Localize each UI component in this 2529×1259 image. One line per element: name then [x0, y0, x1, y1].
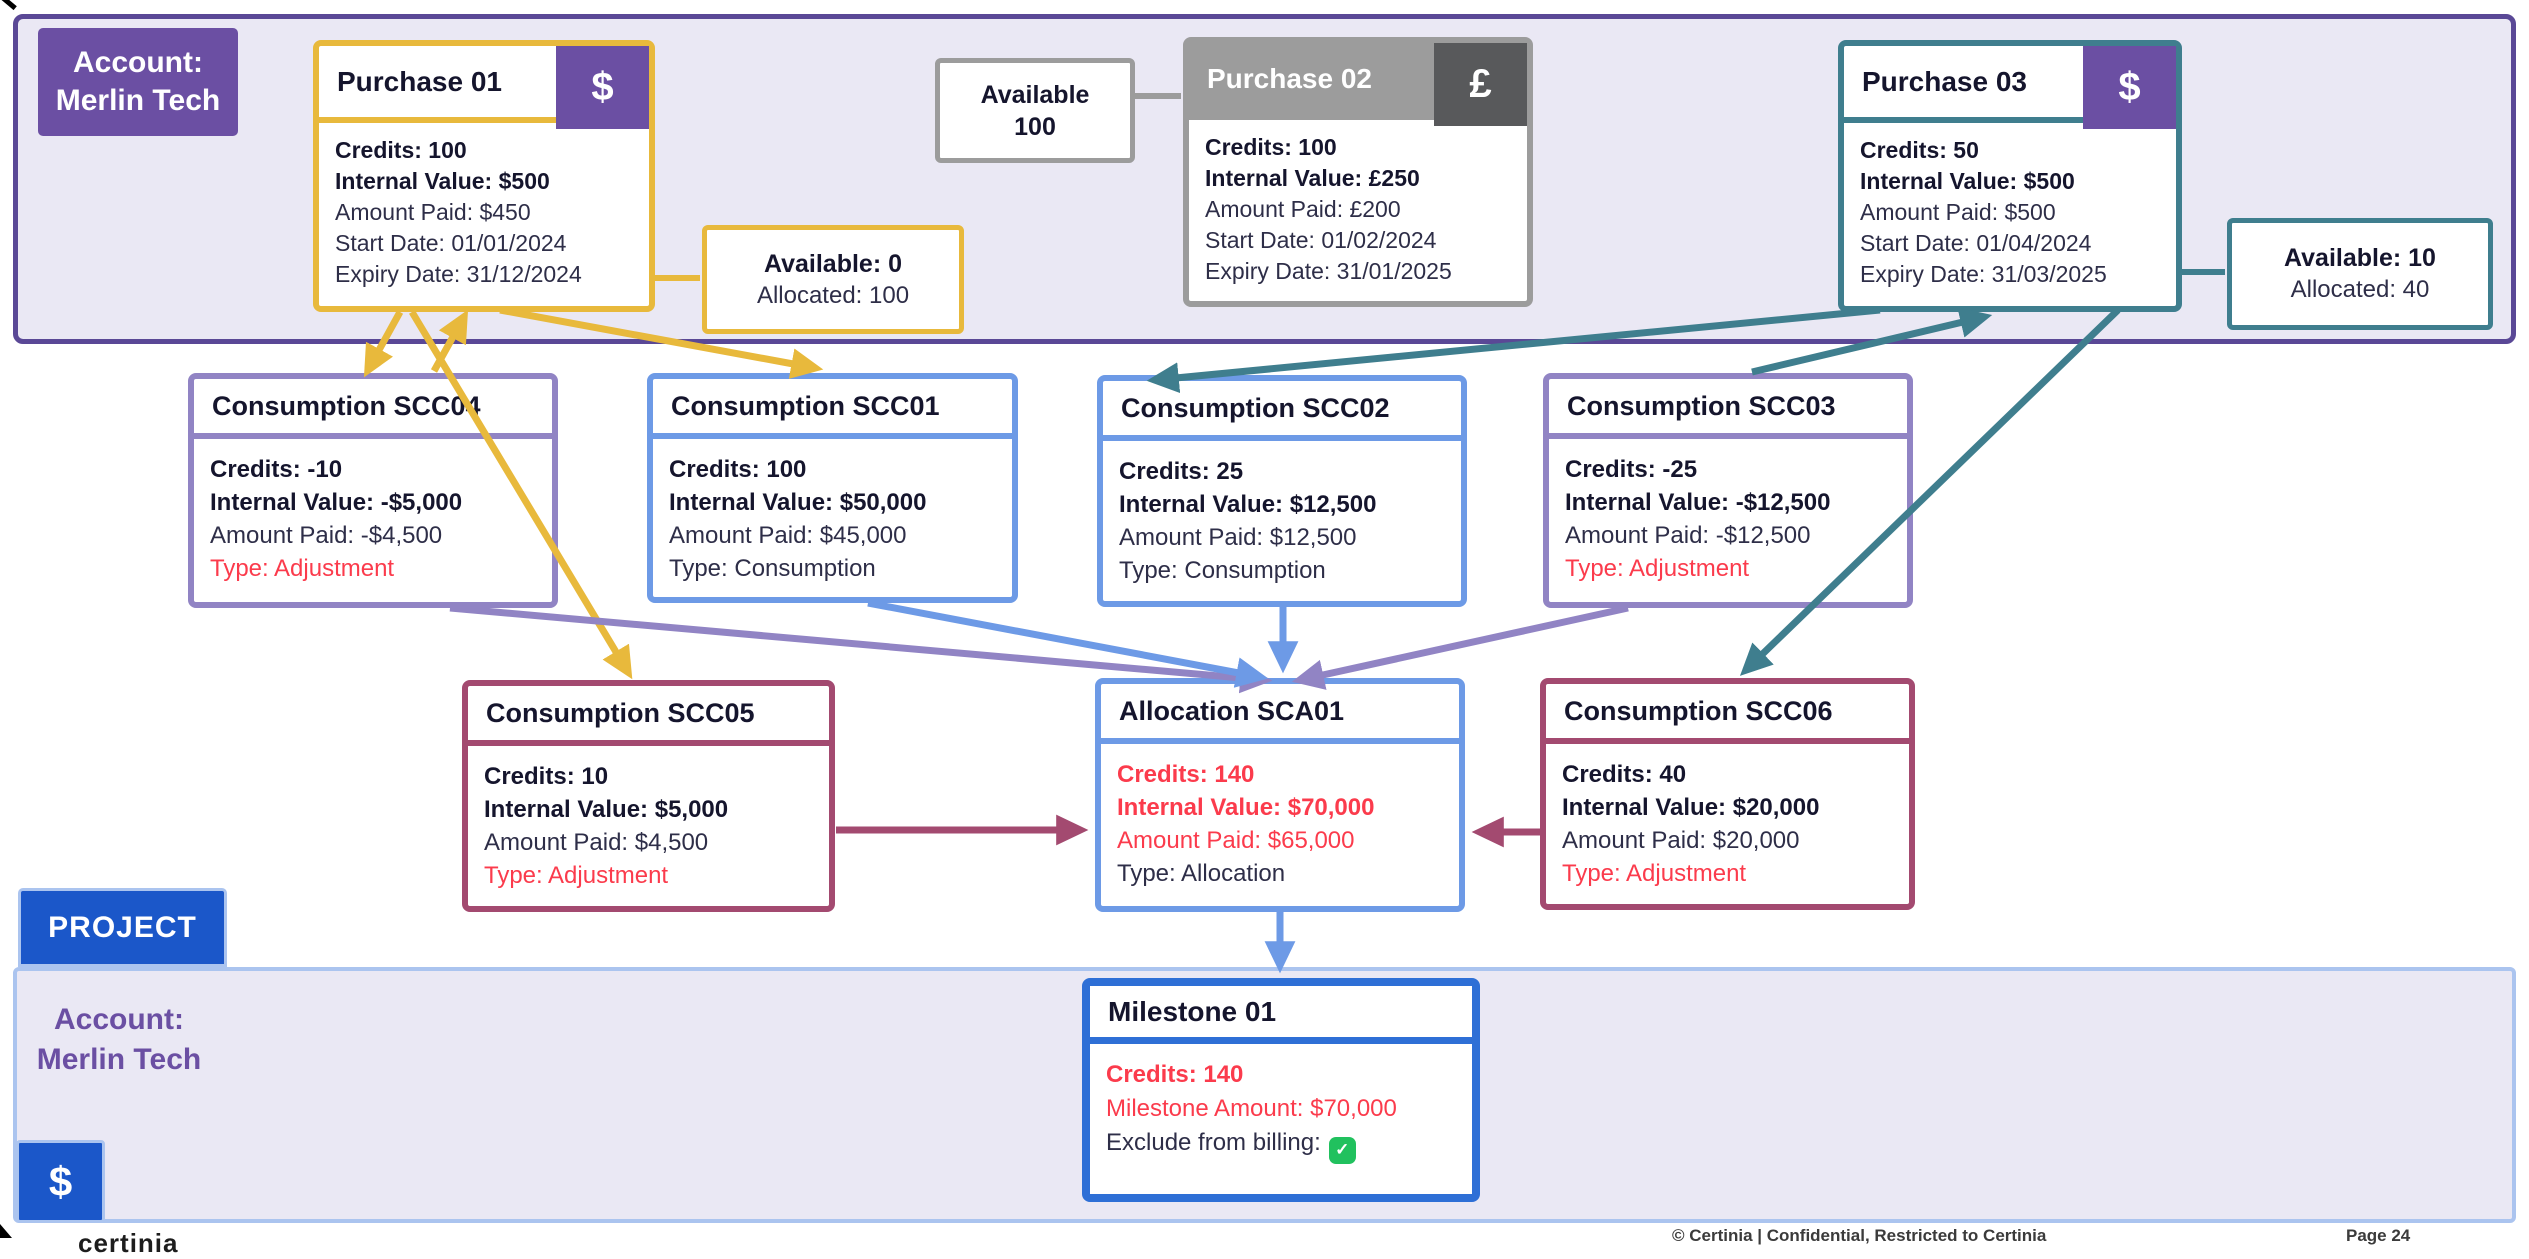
- scc04-type: Type: Adjustment: [210, 555, 395, 582]
- certinia-logo-partial: certinia: [78, 1228, 179, 1258]
- consumption-scc01-node: Consumption SCC01 Credits: 100 Internal …: [647, 373, 1018, 603]
- purchase-03-paid: Amount Paid: $500: [1860, 199, 2056, 225]
- scc01-title: Consumption SCC01: [671, 390, 940, 421]
- milestone-exclude-row: Exclude from billing: ✓: [1106, 1126, 1458, 1164]
- scc05-title: Consumption SCC05: [486, 697, 755, 728]
- purchase-01-internal: Internal Value: $500: [335, 168, 550, 194]
- purchase-03-allocated: Allocated: 40: [2290, 276, 2430, 303]
- consumption-scc06-node: Consumption SCC06 Credits: 40 Internal V…: [1540, 678, 1915, 910]
- footer-copyright: © Certinia | Confidential, Restricted to…: [1672, 1226, 2047, 1245]
- project-account-label: Account: Merlin Tech: [24, 1000, 214, 1080]
- scc05-type: Type: Adjustment: [484, 862, 669, 889]
- scc01-internal: Internal Value: $50,000: [669, 489, 927, 516]
- dollar-currency-icon: $: [556, 46, 649, 129]
- scc06-credits: Credits: 40: [1562, 761, 1687, 788]
- consumption-scc05-node: Consumption SCC05 Credits: 10 Internal V…: [462, 680, 835, 912]
- dollar-currency-icon: $: [2083, 46, 2176, 129]
- purchase-01-allocated: Allocated: 100: [756, 281, 910, 309]
- scc01-type: Type: Consumption: [669, 555, 876, 582]
- purchase-02-available-label: Available: [980, 80, 1090, 109]
- corner-mark-top-left: [0, 0, 17, 11]
- purchase-01-paid: Amount Paid: $450: [335, 199, 531, 225]
- purchase-02-internal: Internal Value: £250: [1205, 165, 1420, 191]
- edge-scc01-to-sca01: [867, 599, 1269, 688]
- scc06-internal: Internal Value: $20,000: [1562, 794, 1820, 821]
- edge-scc04-to-sca01: [449, 604, 1273, 694]
- scc04-paid: Amount Paid: -$4,500: [210, 522, 443, 549]
- purchase-02-paid: Amount Paid: £200: [1205, 196, 1401, 222]
- milestone-exclude-label: Exclude from billing:: [1106, 1129, 1321, 1156]
- scc03-type: Type: Adjustment: [1565, 555, 1750, 582]
- scc02-internal: Internal Value: $12,500: [1119, 491, 1377, 518]
- purchase-01-node: Purchase 01 $ Credits: 100 Internal Valu…: [313, 40, 655, 312]
- exclude-from-billing-checkbox: ✓: [1328, 1136, 1356, 1164]
- pound-currency-icon: £: [1434, 43, 1527, 126]
- scc04-internal: Internal Value: -$5,000: [210, 489, 463, 516]
- scc04-title: Consumption SCC04: [212, 390, 481, 421]
- scc01-paid: Amount Paid: $45,000: [669, 522, 907, 549]
- project-account-line2: Merlin Tech: [36, 1043, 202, 1076]
- purchase-03-availability-box: Available: 10 Allocated: 40: [2227, 218, 2493, 330]
- purchase-03-title: Purchase 03: [1862, 65, 2027, 97]
- scc06-type: Type: Adjustment: [1562, 860, 1747, 887]
- purchase-03-credits: Credits: 50: [1860, 137, 1979, 163]
- milestone-01-node: Milestone 01 Credits: 140 Milestone Amou…: [1082, 978, 1480, 1202]
- scc03-credits: Credits: -25: [1565, 456, 1698, 483]
- sca01-type: Type: Allocation: [1117, 860, 1286, 887]
- scc05-paid: Amount Paid: $4,500: [484, 829, 709, 856]
- scc05-credits: Credits: 10: [484, 763, 609, 790]
- allocation-sca01-node: Allocation SCA01 Credits: 140 Internal V…: [1095, 678, 1465, 912]
- corner-mark-bottom-left: [0, 1224, 12, 1238]
- footer-page-number: Page 24: [2346, 1226, 2411, 1245]
- scc05-internal: Internal Value: $5,000: [484, 796, 729, 823]
- project-tab: PROJECT: [18, 888, 227, 967]
- purchase-02-availability-box: Available 100: [935, 58, 1135, 163]
- edge-scc03-to-sca01: [1291, 604, 1629, 690]
- purchase-03-node: Purchase 03 $ Credits: 50 Internal Value…: [1838, 40, 2182, 312]
- scc06-paid: Amount Paid: $20,000: [1562, 827, 1800, 854]
- purchase-01-expiry: Expiry Date: 31/12/2024: [335, 261, 582, 287]
- sca01-title: Allocation SCA01: [1119, 695, 1345, 726]
- milestone-credits: Credits: 140: [1106, 1061, 1244, 1088]
- purchase-03-internal: Internal Value: $500: [1860, 168, 2075, 194]
- sca01-paid: Amount Paid: $65,000: [1117, 827, 1355, 854]
- purchase-02-title: Purchase 02: [1207, 62, 1372, 94]
- purchase-02-node: Purchase 02 £ Credits: 100 Internal Valu…: [1183, 37, 1533, 307]
- scc03-paid: Amount Paid: -$12,500: [1565, 522, 1811, 549]
- purchase-01-start: Start Date: 01/01/2024: [335, 230, 567, 256]
- scc03-internal: Internal Value: -$12,500: [1565, 489, 1831, 516]
- scc06-title: Consumption SCC06: [1564, 695, 1833, 726]
- purchase-02-credits: Credits: 100: [1205, 134, 1337, 160]
- purchase-02-start: Start Date: 01/02/2024: [1205, 227, 1437, 253]
- purchase-03-expiry: Expiry Date: 31/03/2025: [1860, 261, 2107, 287]
- milestone-amount: Milestone Amount: $70,000: [1106, 1095, 1397, 1122]
- account-badge: Account: Merlin Tech: [38, 28, 238, 136]
- purchase-03-start: Start Date: 01/04/2024: [1860, 230, 2092, 256]
- purchase-01-availability-box: Available: 0 Allocated: 100: [702, 225, 964, 334]
- sca01-internal: Internal Value: $70,000: [1117, 794, 1375, 821]
- sca01-credits: Credits: 140: [1117, 761, 1255, 788]
- scc02-title: Consumption SCC02: [1121, 392, 1390, 423]
- scc02-paid: Amount Paid: $12,500: [1119, 524, 1357, 551]
- purchase-02-available-value: 100: [1014, 112, 1056, 141]
- purchase-03-available: Available: 10: [2284, 244, 2436, 272]
- scc02-credits: Credits: 25: [1119, 458, 1244, 485]
- account-badge-line1: Account:: [73, 46, 203, 79]
- consumption-scc02-node: Consumption SCC02 Credits: 25 Internal V…: [1097, 375, 1467, 607]
- purchase-01-title: Purchase 01: [337, 65, 502, 97]
- purchase-02-expiry: Expiry Date: 31/01/2025: [1205, 258, 1452, 284]
- scc02-type: Type: Consumption: [1119, 557, 1326, 584]
- scc03-title: Consumption SCC03: [1567, 390, 1836, 421]
- scc04-credits: Credits: -10: [210, 456, 343, 483]
- consumption-scc04-node: Consumption SCC04 Credits: -10 Internal …: [188, 373, 558, 608]
- project-dollar-icon: $: [16, 1140, 105, 1223]
- project-account-line1: Account:: [54, 1003, 184, 1036]
- consumption-scc03-node: Consumption SCC03 Credits: -25 Internal …: [1543, 373, 1913, 608]
- scc01-credits: Credits: 100: [669, 456, 807, 483]
- purchase-01-available: Available: 0: [763, 249, 903, 278]
- milestone-01-title: Milestone 01: [1108, 995, 1277, 1027]
- purchase-01-credits: Credits: 100: [335, 137, 467, 163]
- account-badge-line2: Merlin Tech: [55, 84, 221, 117]
